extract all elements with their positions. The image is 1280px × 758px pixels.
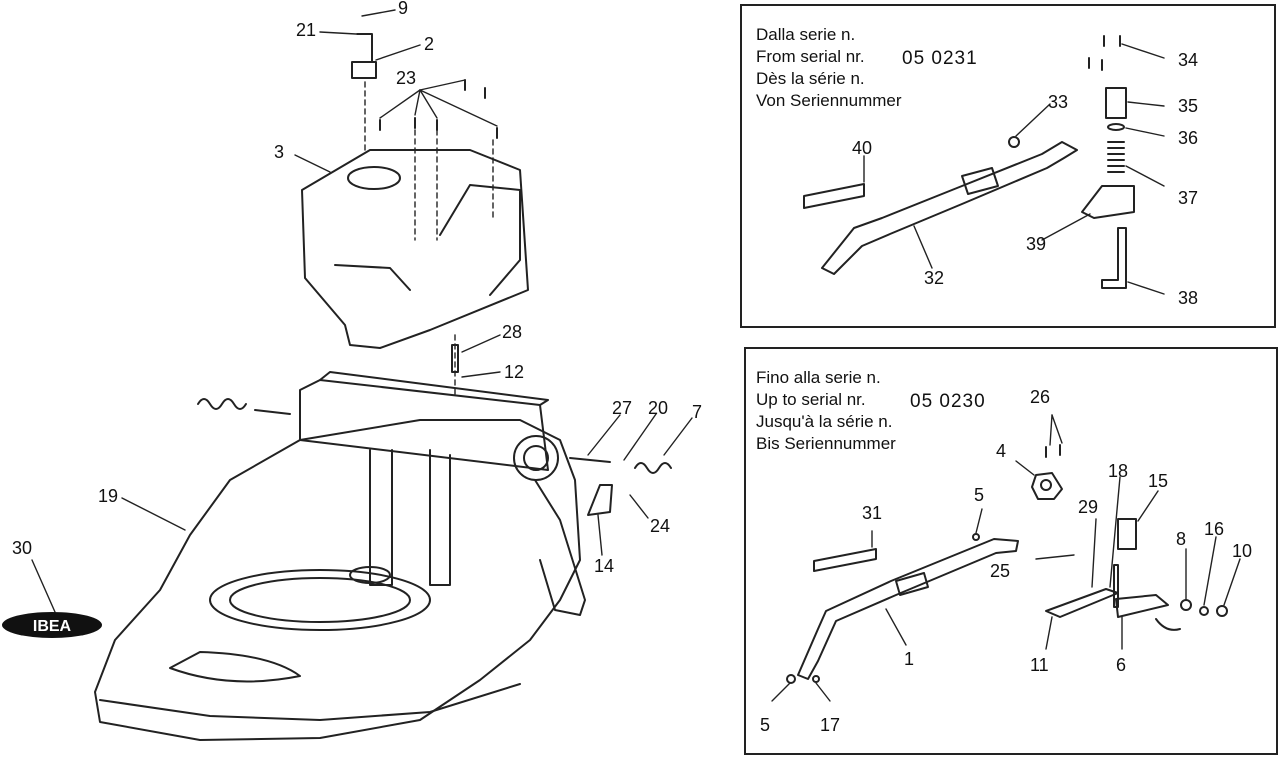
gear-disc [513, 435, 559, 481]
callout-31: 31 [862, 503, 883, 523]
callout-12: 12 [504, 362, 525, 382]
callout-18: 18 [1108, 461, 1129, 481]
callout-36: 36 [1178, 128, 1199, 148]
spring-right [634, 462, 672, 474]
callout-26: 26 [1030, 387, 1051, 407]
up-to-serial-line-fr: Jusqu'à la série n. [756, 412, 893, 431]
new-handle-drawing [803, 35, 1165, 295]
up-to-serial-line-de: Bis Seriennummer [756, 434, 896, 453]
callout-4: 4 [996, 441, 1007, 461]
callout-20: 20 [648, 398, 669, 418]
from-serial-line-fr: Dès la série n. [756, 69, 865, 88]
callout-32: 32 [924, 268, 945, 288]
callout-28: 28 [502, 322, 523, 342]
up-to-serial-line-it: Fino alla serie n. [756, 368, 881, 387]
callout-5a: 5 [974, 485, 985, 505]
callout-30: 30 [12, 538, 33, 558]
latch-2 [351, 61, 377, 79]
handle-pivot-housing [299, 379, 549, 471]
logo-plate-30: IBEA [2, 612, 102, 638]
from-serial-panel: Dalla serie n. From serial nr. Dès la sé… [740, 4, 1276, 328]
callout-7: 7 [692, 402, 703, 422]
callout-19: 19 [98, 486, 119, 506]
callout-24: 24 [650, 516, 671, 536]
callout-33: 33 [1048, 92, 1069, 112]
callout-23: 23 [396, 68, 417, 88]
callout-3: 3 [274, 142, 285, 162]
callout-14: 14 [594, 556, 615, 576]
callout-15: 15 [1148, 471, 1169, 491]
callout-35: 35 [1178, 96, 1199, 116]
callout-40: 40 [852, 138, 873, 158]
from-serial-line-en: From serial nr. [756, 47, 865, 66]
up-to-serial-panel: Fino alla serie n. Up to serial nr. Jusq… [744, 347, 1278, 755]
callout-38: 38 [1178, 288, 1199, 308]
callout-29: 29 [1078, 497, 1099, 517]
handle-pivot-top [319, 371, 549, 406]
callout-37: 37 [1178, 188, 1199, 208]
callout-2: 2 [424, 34, 435, 54]
motor-column-left [369, 449, 393, 586]
from-serial-line-de: Von Seriennummer [756, 91, 902, 110]
callout-27: 27 [612, 398, 633, 418]
screws-23 [379, 79, 498, 139]
deck-side-wall [534, 479, 586, 616]
handle-bar-1 [797, 538, 1019, 680]
cutter-disk [209, 569, 431, 631]
handle-bar-32 [821, 141, 1078, 275]
spring-left [197, 398, 247, 410]
callout-1: 1 [904, 649, 915, 669]
callout-10: 10 [1232, 541, 1253, 561]
up-to-serial-line-en: Up to serial nr. [756, 390, 866, 409]
callout-5b: 5 [760, 715, 771, 735]
callout-11: 11 [1030, 655, 1049, 675]
callout-17: 17 [820, 715, 841, 735]
motor-column-right [429, 449, 451, 586]
deck-front-recess [169, 651, 301, 683]
callout-21: 21 [296, 20, 317, 40]
callout-8: 8 [1176, 529, 1187, 549]
callout-9: 9 [398, 0, 409, 18]
logo-text: IBEA [33, 618, 72, 635]
old-handle-drawing [771, 414, 1241, 702]
callout-6: 6 [1116, 655, 1127, 675]
callout-34: 34 [1178, 50, 1199, 70]
up-to-serial-number: 05 0230 [910, 391, 986, 412]
callout-16: 16 [1204, 519, 1225, 539]
from-serial-line-it: Dalla serie n. [756, 25, 856, 44]
callout-39: 39 [1026, 234, 1047, 254]
mower-deck-body [94, 419, 581, 741]
label-strip-40 [803, 183, 865, 209]
release-knob [587, 484, 613, 516]
label-strip-31 [813, 548, 877, 572]
deck-front-lip [99, 683, 521, 721]
from-serial-number: 05 0231 [902, 48, 978, 69]
callout-25: 25 [990, 561, 1011, 581]
rod-27 [569, 457, 611, 463]
bolt-28 [451, 344, 459, 373]
